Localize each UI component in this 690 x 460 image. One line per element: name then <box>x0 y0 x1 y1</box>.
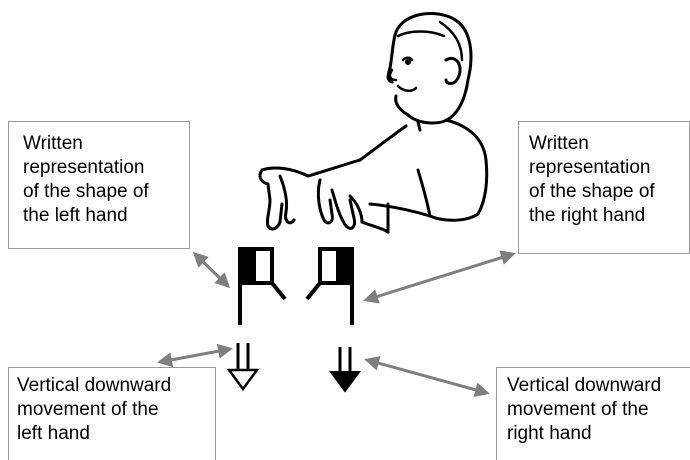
callout-right-hand-shape-text: Written representation of the shape of t… <box>529 133 655 226</box>
callout-right-hand-shape: Written representation of the shape of t… <box>518 121 690 254</box>
callout-right-hand-movement-text: Vertical downward movement of the right … <box>507 375 662 444</box>
hollow-down-arrow-icon <box>226 343 260 392</box>
callout-left-hand-shape-text: Written representation of the shape of t… <box>23 133 149 226</box>
callout-right-hand-movement: Vertical downward movement of the right … <box>496 367 690 460</box>
right-handshape-symbol-icon <box>305 247 354 325</box>
signer-illustration-icon <box>258 12 489 234</box>
connector-right-shape <box>363 250 516 304</box>
left-handshape-symbol-icon <box>238 247 287 325</box>
callout-left-hand-movement: Vertical downward movement of the left h… <box>8 367 216 460</box>
connector-left-shape <box>192 251 231 289</box>
connector-left-movement <box>157 343 233 368</box>
callout-left-hand-movement-text: Vertical downward movement of the left h… <box>17 375 172 444</box>
connector-right-movement <box>364 355 490 398</box>
filled-down-arrow-icon <box>329 347 361 393</box>
callout-left-hand-shape: Written representation of the shape of t… <box>8 121 190 249</box>
